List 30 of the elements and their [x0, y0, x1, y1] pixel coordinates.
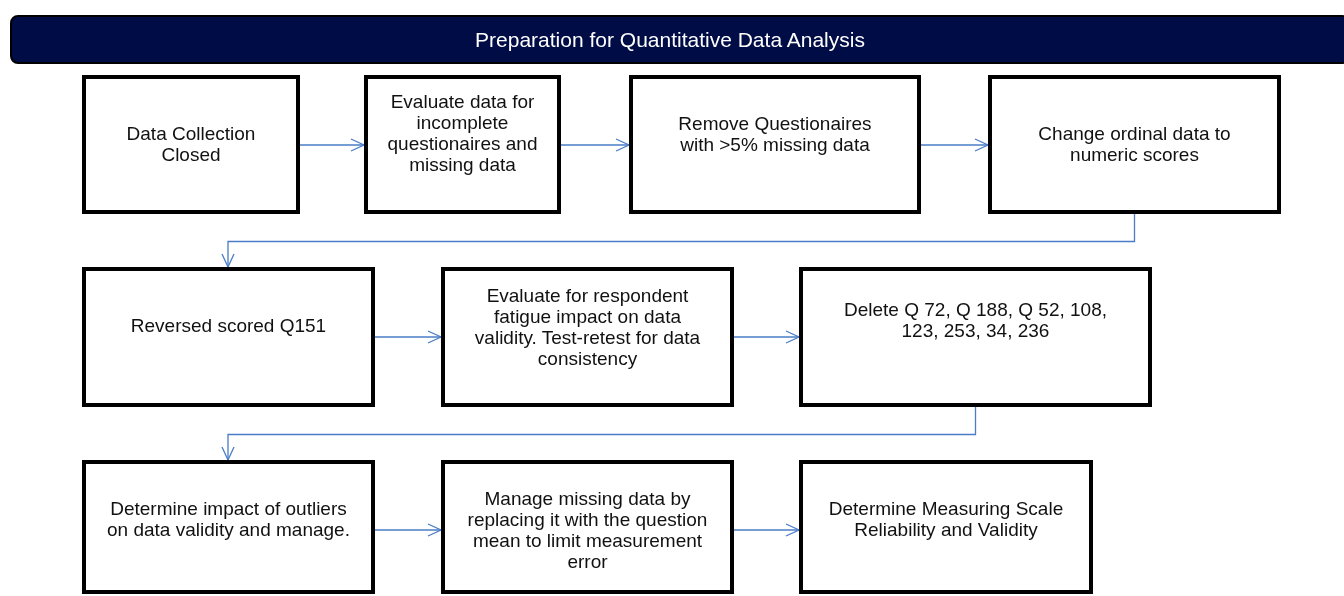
arrow	[221, 406, 977, 461]
step-text: Reversed scored Q151	[129, 315, 328, 336]
process-box	[441, 460, 734, 594]
process-box	[82, 267, 375, 407]
process-box	[441, 267, 734, 407]
step-text: Determine Measuring Scale Reliability and Validity	[827, 498, 1065, 540]
step-text: Evaluate data for incomplete questionaires and missing data	[386, 91, 539, 175]
arrow	[733, 523, 800, 537]
step-text: Change ordinal data to numeric scores	[1037, 123, 1232, 165]
arrow	[374, 523, 442, 537]
arrow	[733, 330, 800, 344]
arrow	[299, 138, 365, 152]
step-text: Determine impact of outliers on data validity and manage.	[106, 498, 351, 540]
step-text: Remove Questionaires with >5% missing data	[677, 113, 873, 155]
process-box	[82, 75, 300, 214]
step-text: Delete Q 72, Q 188, Q 52, 108, 123, 253, 34, 236	[843, 299, 1108, 341]
arrow	[221, 213, 1136, 268]
title-banner: Preparation for Quantitative Data Analysis	[10, 15, 1344, 64]
process-box	[364, 75, 561, 214]
arrow	[560, 138, 630, 152]
process-box	[629, 75, 921, 214]
step-text: Manage missing data by replacing it with the question mean to limit measurement error	[466, 488, 709, 572]
process-box	[988, 75, 1281, 214]
process-box	[82, 460, 375, 594]
step-text: Evaluate for respondent fatigue impact on data validity. Test-retest for data consistency	[473, 285, 702, 369]
step-text: Data Collection Closed	[125, 123, 257, 165]
arrow	[920, 138, 989, 152]
process-box	[799, 267, 1152, 407]
process-box	[799, 460, 1093, 594]
arrow	[374, 330, 442, 344]
